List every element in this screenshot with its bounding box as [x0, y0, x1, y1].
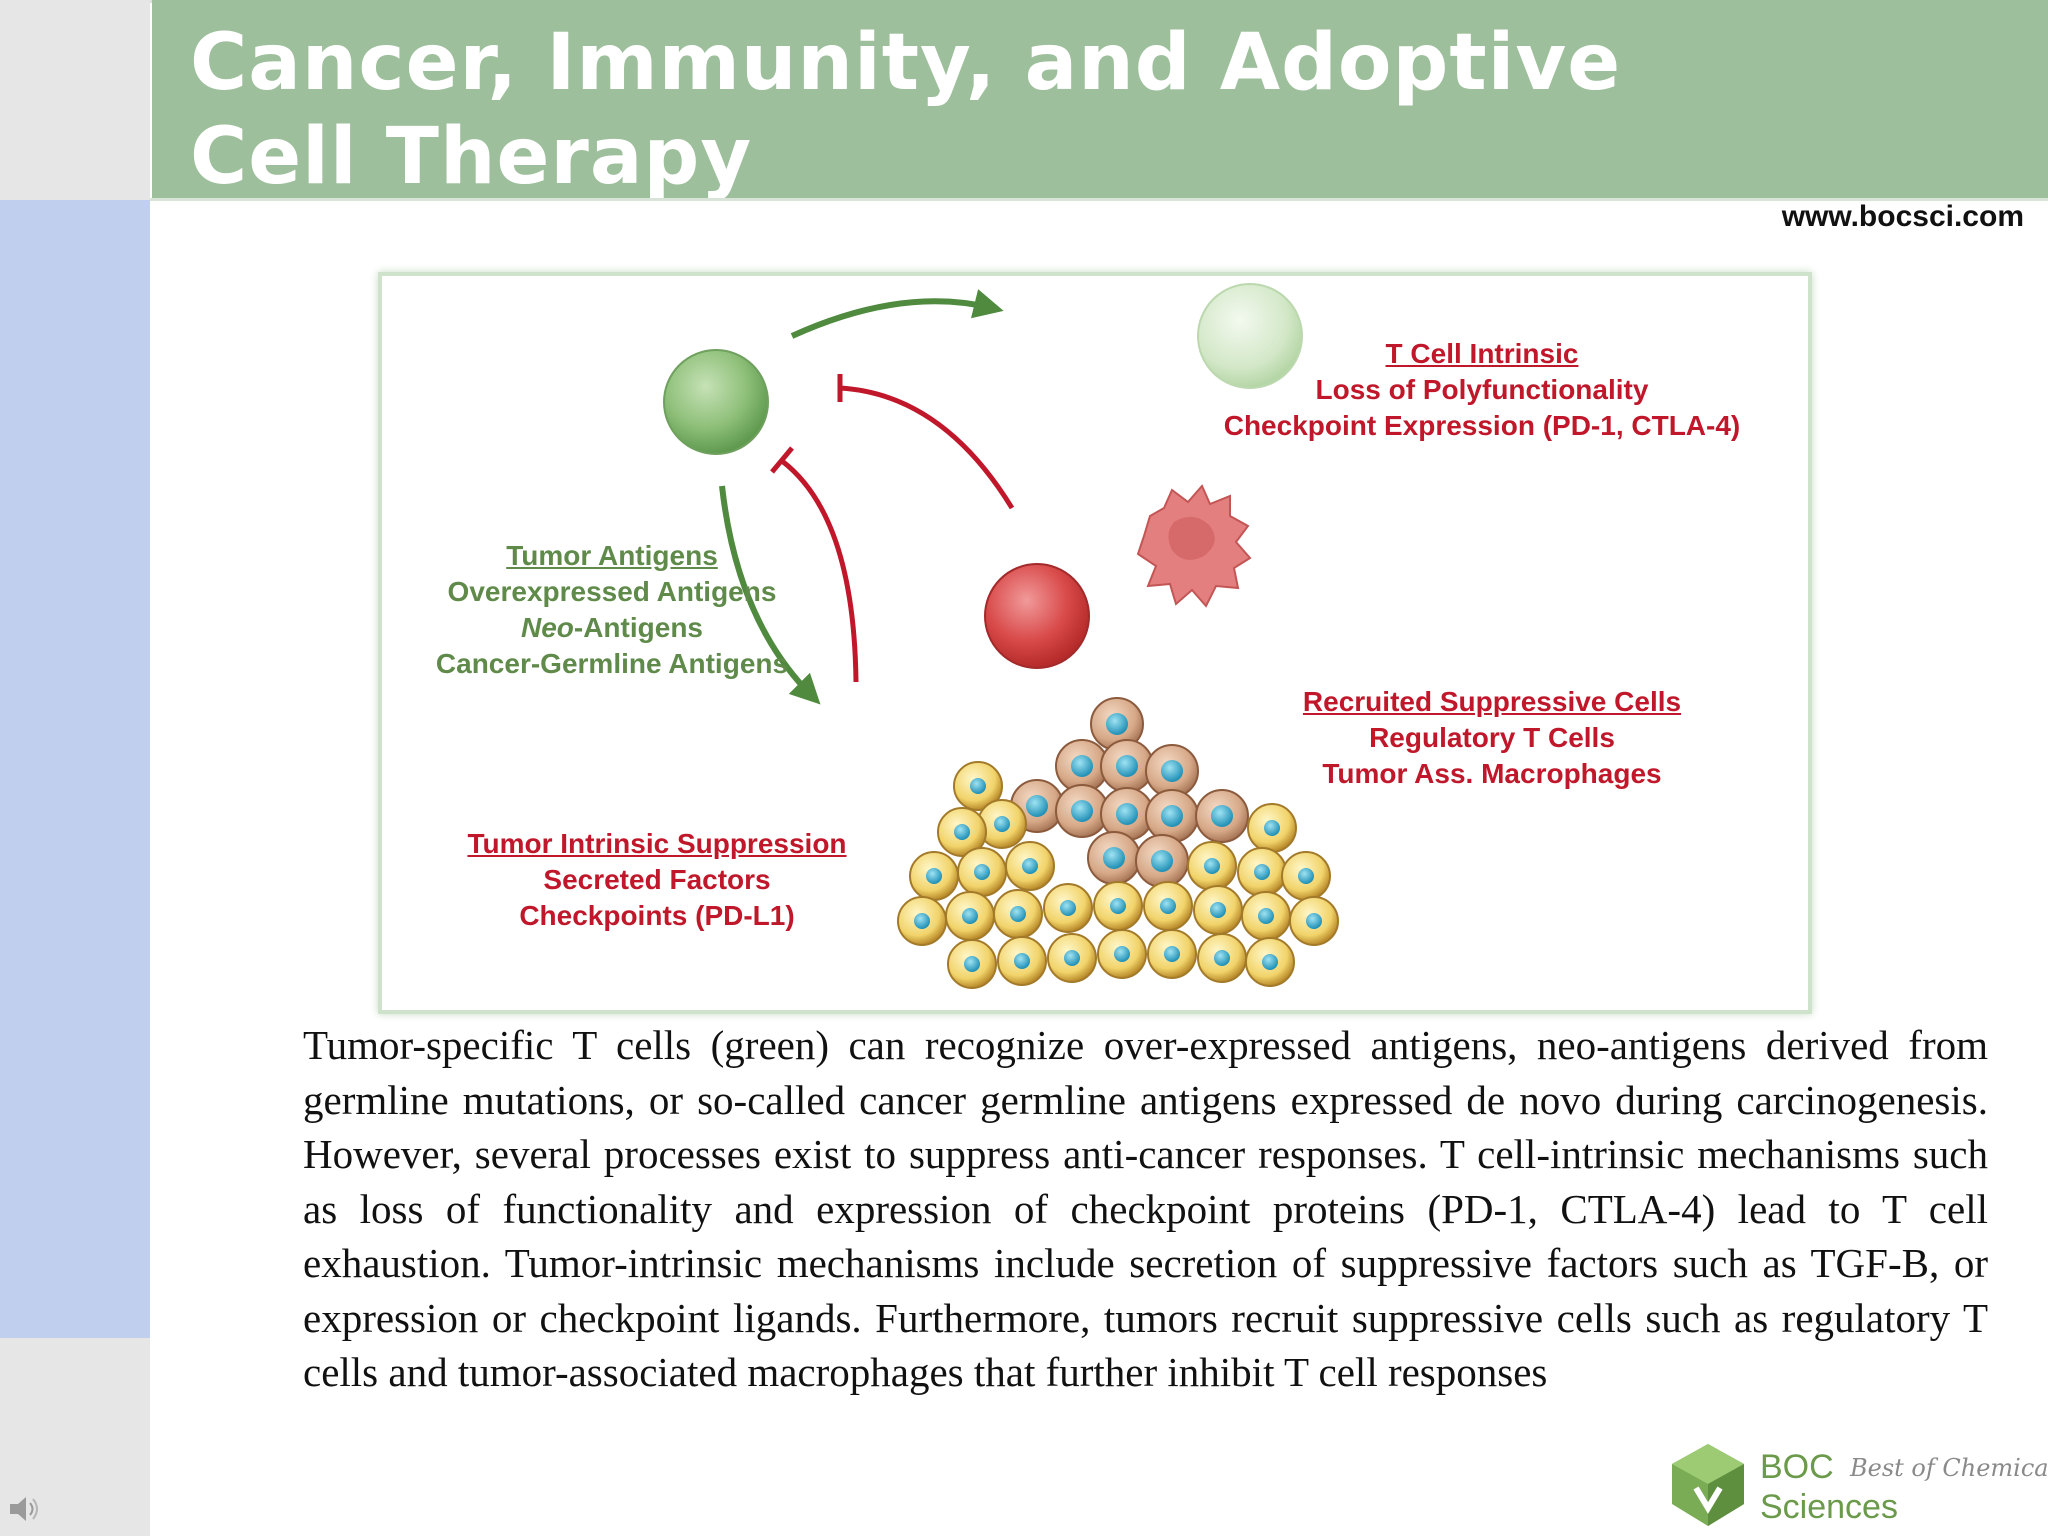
- boc-logo-icon: [1672, 1444, 1744, 1526]
- macrophage: [1136, 484, 1252, 608]
- t-cell-exhausted: [1197, 283, 1303, 389]
- label-tumor-antigens: Tumor Antigens Overexpressed Antigens Ne…: [382, 538, 842, 682]
- left-panel-top: [0, 0, 150, 200]
- website-url: www.bocsci.com: [1781, 200, 2024, 233]
- label-t-cell-intrinsic: T Cell Intrinsic Loss of Polyfunctionali…: [1202, 336, 1762, 444]
- activation-arrow-top: [790, 289, 1004, 339]
- tumor-intrinsic-heading: Tumor Intrinsic Suppression: [467, 828, 847, 859]
- diagram-graphic: [663, 283, 1339, 989]
- tumor-mass: [897, 697, 1339, 989]
- title-line-2: Cell Therapy: [190, 112, 753, 202]
- t-cell-active: [663, 349, 769, 455]
- title-underline: [150, 198, 2048, 201]
- t-cell-intrinsic-line-1: Loss of Polyfunctionality: [1315, 374, 1649, 405]
- neo-italic: Neo: [520, 612, 574, 643]
- recruited-cells-heading: Recruited Suppressive Cells: [1302, 686, 1682, 717]
- recruited-cells-line-1: Regulatory T Cells: [1369, 722, 1615, 753]
- tumor-intrinsic-line-2: Checkpoints (PD-L1): [519, 900, 795, 931]
- logo-tagline: Best of Chemicals: [1850, 1454, 2048, 1482]
- regulatory-t-cell: [984, 563, 1090, 669]
- logo-brand-bottom: Sciences: [1760, 1488, 1898, 1526]
- logo-brand-top: BOC: [1760, 1448, 1834, 1486]
- speaker-icon[interactable]: [8, 1494, 42, 1524]
- slide-title: Cancer, Immunity, and Adoptive Cell Ther…: [190, 16, 1790, 204]
- diagram-figure: T Cell Intrinsic Loss of Polyfunctionali…: [378, 272, 1812, 1014]
- left-panel-accent: [0, 200, 150, 1338]
- label-tumor-intrinsic-suppression: Tumor Intrinsic Suppression Secreted Fac…: [442, 826, 872, 934]
- tumor-antigens-line-2: Neo-Antigens: [382, 610, 842, 646]
- title-band: [152, 0, 2048, 198]
- tumor-intrinsic-line-1: Secreted Factors: [543, 864, 771, 895]
- t-cell-intrinsic-line-2: Checkpoint Expression (PD-1, CTLA-4): [1223, 410, 1741, 441]
- tumor-antigens-line-1: Overexpressed Antigens: [447, 576, 777, 607]
- inhibition-arrow-center: [780, 459, 859, 683]
- tumor-antigens-heading: Tumor Antigens: [506, 540, 718, 571]
- t-cell-intrinsic-heading: T Cell Intrinsic: [1385, 338, 1579, 369]
- activation-arrow-left: [719, 485, 821, 705]
- title-line-1: Cancer, Immunity, and Adoptive: [190, 18, 1622, 108]
- boc-sciences-logo: BOC Sciences Best of Chemicals: [1668, 1440, 2048, 1536]
- label-recruited-suppressive-cells: Recruited Suppressive Cells Regulatory T…: [1262, 684, 1722, 792]
- description-paragraph: Tumor-specific T cells (green) can recog…: [303, 1022, 1988, 1395]
- antigens-suffix: -Antigens: [573, 612, 703, 643]
- tumor-antigens-line-3: Cancer-Germline Antigens: [435, 648, 789, 679]
- recruited-cells-line-2: Tumor Ass. Macrophages: [1322, 758, 1662, 789]
- inhibition-arrow-right: [839, 385, 1015, 510]
